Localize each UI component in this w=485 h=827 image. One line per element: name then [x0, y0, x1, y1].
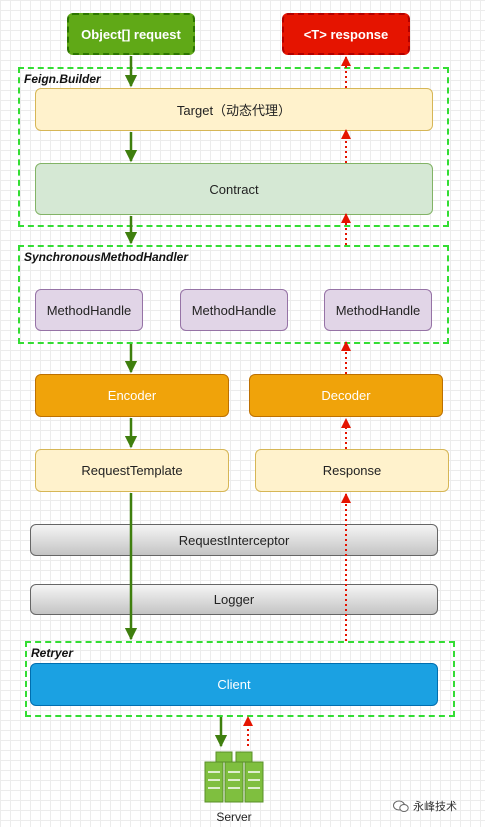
synchronous-method-handler-group: SynchronousMethodHandler	[18, 245, 449, 344]
encoder-node[interactable]: Encoder	[35, 374, 229, 417]
request-interceptor-node[interactable]: RequestInterceptor	[30, 524, 438, 556]
server-label: Server	[216, 810, 252, 824]
wechat-logo-icon	[393, 800, 409, 812]
watermark-text: 永峰技术	[413, 801, 457, 813]
response-node[interactable]: Response	[255, 449, 449, 492]
method-handle-node-2[interactable]: MethodHandle	[180, 289, 288, 331]
watermark: 永峰技术	[393, 798, 457, 814]
synchronous-method-handler-label: SynchronousMethodHandler	[24, 250, 189, 264]
feign-builder-group: Feign.Builder	[18, 67, 449, 227]
target-node[interactable]: Target（动态代理）	[35, 88, 433, 131]
client-node[interactable]: Client	[30, 663, 438, 706]
method-handle-node-1[interactable]: MethodHandle	[35, 289, 143, 331]
request-template-node[interactable]: RequestTemplate	[35, 449, 229, 492]
contract-node[interactable]: Contract	[35, 163, 433, 215]
method-handle-node-3[interactable]: MethodHandle	[324, 289, 432, 331]
retryer-group: Retryer	[25, 641, 455, 717]
feign-builder-label: Feign.Builder	[24, 72, 101, 86]
decoder-node[interactable]: Decoder	[249, 374, 443, 417]
end-response-node[interactable]: <T> response	[282, 13, 410, 55]
retryer-label: Retryer	[31, 646, 74, 660]
start-request-node[interactable]: Object[] request	[67, 13, 195, 55]
logger-node[interactable]: Logger	[30, 584, 438, 615]
server-rack-icon	[204, 751, 264, 803]
